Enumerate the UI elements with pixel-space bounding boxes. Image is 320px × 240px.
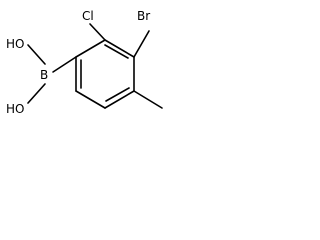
structure-svg: Br Cl B HO HO (6, 9, 163, 116)
bromine-label: Br (137, 9, 150, 23)
chlorine-label: Cl (82, 9, 94, 23)
ring-bond-c3-c4 (104, 90, 135, 109)
double-bond-inner-c1-c2 (104, 44, 129, 59)
bond-b-oh-top (27, 44, 46, 65)
ring-bond-c4-c5 (75, 90, 106, 109)
double-bond-inner-c3-c4 (105, 87, 130, 102)
bond-c4-methyl (133, 90, 163, 109)
molecule-diagram: Br Cl B HO HO (0, 0, 169, 150)
boron-label: B (40, 68, 48, 82)
bond-c1-cl (89, 23, 106, 41)
ring-bond-c6-c1 (75, 39, 106, 58)
bond-c2-br (133, 30, 150, 58)
bond-b-oh-bottom (27, 83, 46, 104)
hydroxyl-bottom-label: HO (6, 102, 24, 116)
bond-c6-b (52, 56, 77, 73)
hydroxyl-top-label: HO (6, 37, 24, 51)
ring-bond-c1-c2 (104, 39, 135, 58)
